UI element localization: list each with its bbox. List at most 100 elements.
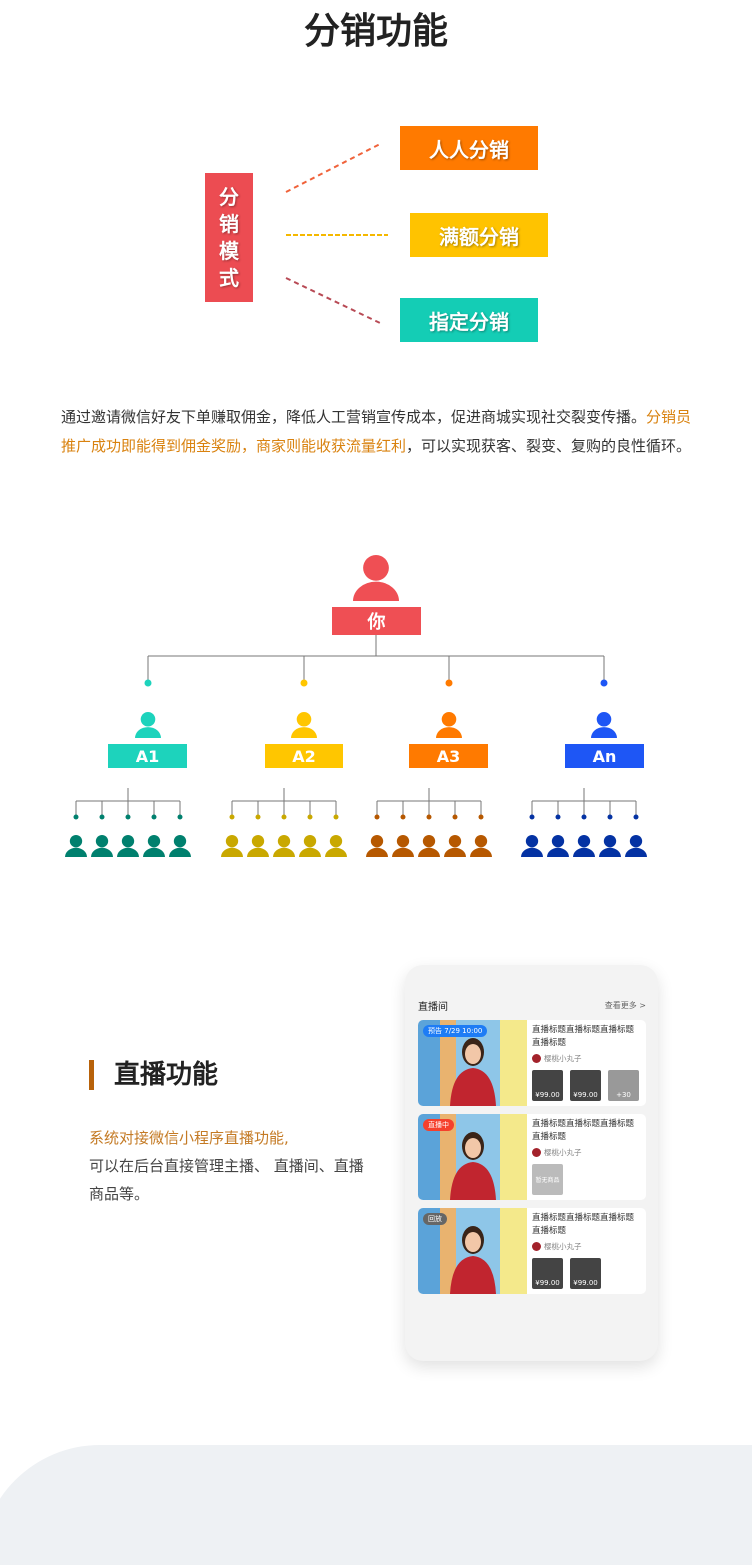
desc-text: ，可以实现获客、裂变、复购的良性循环。 [406, 437, 692, 455]
author-avatar [532, 1054, 541, 1063]
product-thumb[interactable]: ¥99.00 [532, 1070, 563, 1101]
sub-person-icon [444, 835, 466, 857]
host-image [450, 1132, 496, 1200]
sub-dot [333, 814, 339, 820]
sub-person-icon [299, 835, 321, 857]
author-name: 樱桃小丸子 [544, 1242, 582, 1251]
root-person-icon [353, 555, 399, 601]
root-node-you: 你 [332, 607, 421, 635]
author: 樱桃小丸子 [532, 1147, 582, 1158]
node-dot [144, 679, 152, 687]
sub-person-icon [366, 835, 388, 857]
live-room-title: 直播间 [418, 1002, 448, 1013]
node-a1: A1 [108, 744, 187, 768]
node-person-icon [291, 712, 317, 738]
sub-person-icon [521, 835, 543, 857]
author: 樱桃小丸子 [532, 1053, 582, 1064]
sub-dot [255, 814, 261, 820]
sub-person-icon [599, 835, 621, 857]
badge-label: 回放 [428, 1215, 442, 1223]
product-price: ¥99.00 [573, 1279, 598, 1287]
author-name: 樱桃小丸子 [544, 1148, 582, 1157]
live-card-title: 直播标题直播标题直播标题直播标题 [532, 1025, 635, 1048]
bottom-decoration [0, 1445, 752, 1565]
sub-person-icon [418, 835, 440, 857]
sub-dot [400, 814, 406, 820]
sub-dot [229, 814, 235, 820]
node-a2: A2 [265, 744, 343, 768]
sub-dot [281, 814, 287, 820]
mode-char: 模 [219, 238, 239, 263]
node-person-icon [436, 712, 462, 738]
sub-person-icon [65, 835, 87, 857]
sub-dot [73, 814, 79, 820]
phone-mockup: 直播间 查看更多 > 预告 7/29 10:00 直播标题直播标题直播标题直播标… [405, 965, 658, 1361]
sub-dot [99, 814, 105, 820]
sub-dot [307, 814, 313, 820]
sub-person-icon [392, 835, 414, 857]
sub-person-icon [247, 835, 269, 857]
live-thumbnail: 预告 7/29 10:00 [418, 1020, 527, 1106]
sub-dot [125, 814, 131, 820]
live-status-badge: 直播中 [423, 1119, 454, 1131]
sub-dot [452, 814, 458, 820]
sub-dot [151, 814, 157, 820]
product-thumb[interactable]: +30 [608, 1070, 639, 1101]
live-status-badge: 回放 [423, 1213, 447, 1225]
type-designated-distribution: 指定分销 [400, 298, 538, 342]
mode-char: 分 [219, 184, 239, 209]
type-everyone-distribution: 人人分销 [400, 126, 538, 170]
mode-connectors [285, 143, 388, 324]
empty-product: 暂无商品 [532, 1164, 563, 1195]
sub-dot [633, 814, 639, 820]
live-thumbnail: 回放 [418, 1208, 527, 1294]
sub-dot [177, 814, 183, 820]
product-thumb[interactable]: ¥99.00 [570, 1070, 601, 1101]
sub-dot [426, 814, 432, 820]
sub-person-icon [470, 835, 492, 857]
sub-person-icon [547, 835, 569, 857]
node-an: An [565, 744, 644, 768]
node-a3: A3 [409, 744, 488, 768]
live-status-badge: 预告 7/29 10:00 [423, 1025, 488, 1037]
author: 樱桃小丸子 [532, 1241, 582, 1252]
product-price: ¥99.00 [535, 1279, 560, 1287]
host-image [450, 1038, 496, 1106]
badge-label: 预告 [428, 1027, 442, 1035]
product-price: +30 [616, 1091, 631, 1099]
node-person-icon [135, 712, 161, 738]
product-thumb[interactable]: ¥99.00 [532, 1258, 563, 1289]
sub-dot [607, 814, 613, 820]
live-description: 系统对接微信小程序直播功能,可以在后台直接管理主播、 直播间、直播商品等。 [89, 1124, 369, 1208]
view-more-link[interactable]: 查看更多 > [604, 1001, 646, 1010]
sub-person-icon [117, 835, 139, 857]
sub-person-icon [143, 835, 165, 857]
author-avatar [532, 1148, 541, 1157]
live-card-title: 直播标题直播标题直播标题直播标题 [532, 1119, 635, 1142]
host-image [450, 1226, 496, 1294]
sub-person-icon [325, 835, 347, 857]
author-avatar [532, 1242, 541, 1251]
author-name: 樱桃小丸子 [544, 1054, 582, 1063]
sub-person-icon [273, 835, 295, 857]
live-card[interactable]: 预告 7/29 10:00 直播标题直播标题直播标题直播标题 樱桃小丸子 ¥99… [418, 1020, 646, 1106]
live-card[interactable]: 直播中 直播标题直播标题直播标题直播标题 樱桃小丸子 暂无商品 [418, 1114, 646, 1200]
sub-dot [555, 814, 561, 820]
sub-person-icon [573, 835, 595, 857]
live-desc-highlight: 系统对接微信小程序直播功能, [89, 1129, 289, 1147]
mode-char: 销 [219, 211, 239, 236]
sub-dot [374, 814, 380, 820]
type-threshold-distribution: 满额分销 [410, 213, 548, 257]
badge-label: 直播中 [428, 1121, 449, 1129]
sub-dot [581, 814, 587, 820]
live-card[interactable]: 回放 直播标题直播标题直播标题直播标题 樱桃小丸子 ¥99.00 ¥99.00 [418, 1208, 646, 1294]
live-card-title: 直播标题直播标题直播标题直播标题 [532, 1213, 635, 1236]
product-thumb[interactable]: ¥99.00 [570, 1258, 601, 1289]
distribution-tree [65, 555, 647, 857]
node-dot [445, 679, 453, 687]
desc-highlight: 分销员推广成功即能得到佣金奖励，商家则能收获流量红利 [60, 408, 692, 455]
page-title: 分销功能 [303, 11, 448, 52]
mode-char: 式 [219, 265, 239, 290]
node-dot [300, 679, 308, 687]
product-price: ¥99.00 [573, 1091, 598, 1099]
